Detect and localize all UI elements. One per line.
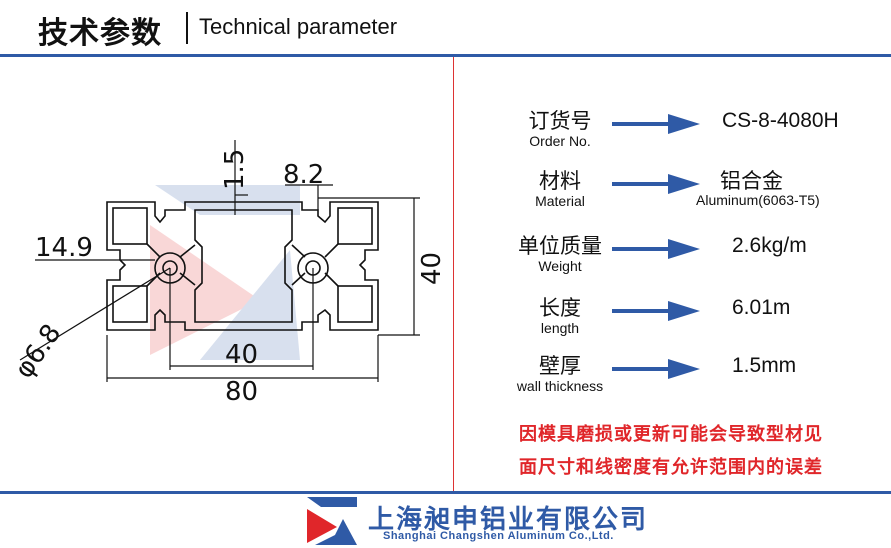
spec-label-cn: 材料	[539, 169, 581, 193]
dim-slot: 8.2	[283, 160, 324, 190]
spec-label-cn: 壁厚	[539, 354, 581, 378]
spec-value: 6.01m	[732, 296, 791, 319]
arrow-right-icon	[612, 174, 700, 194]
spec-value: CS-8-4080H	[722, 109, 839, 132]
vertical-divider	[453, 57, 454, 491]
page-title-cn: 技术参数	[38, 16, 162, 51]
spec-label-cn: 单位质量	[518, 234, 602, 258]
tolerance-note-line1: 因模具磨损或更新可能会导致型材见	[519, 424, 823, 445]
watermark-logo	[150, 185, 300, 360]
dim-height: 40	[417, 252, 447, 285]
spec-label-en: Order No.	[529, 133, 591, 149]
page-title-en: Technical parameter	[199, 14, 398, 39]
spec-row-wall-thickness: 壁厚 wall thickness 1.5mm	[470, 350, 890, 408]
company-logo	[307, 497, 357, 545]
chamber-top-left	[112, 207, 148, 245]
bottom-rule	[0, 491, 891, 494]
chamber-bottom-left	[112, 285, 148, 323]
spec-label-cn: 订货号	[528, 109, 592, 133]
spec-label-en: Material	[535, 193, 585, 209]
arrow-right-icon	[612, 301, 700, 321]
center-cavity	[194, 209, 293, 323]
chamber-bottom-right	[337, 285, 373, 323]
spec-value: 1.5mm	[732, 354, 797, 377]
spec-value: 铝合金	[720, 169, 783, 193]
company-name-cn: 上海昶申铝业有限公司	[368, 505, 649, 535]
spec-row-material: 材料 Material 铝合金 Aluminum(6063-T5)	[470, 165, 890, 223]
spec-row-order-no: 订货号 Order No. CS-8-4080H	[470, 105, 890, 163]
dim-diameter: φ6.8	[9, 319, 67, 384]
arrow-right-icon	[612, 359, 700, 379]
profile-drawing: 1.5 8.2 14.9 40 φ6.8 40 80	[9, 140, 447, 407]
spec-label-en: wall thickness	[516, 378, 604, 394]
dim-width: 80	[225, 377, 258, 407]
spec-value-sub: Aluminum(6063-T5)	[696, 192, 820, 208]
arrow-right-icon	[612, 114, 700, 134]
spec-label-en: length	[540, 320, 580, 336]
dim-offset: 14.9	[35, 233, 93, 263]
top-rule	[0, 54, 891, 57]
spec-value: 2.6kg/m	[732, 234, 807, 257]
profile-outline	[106, 201, 379, 331]
company-name-en: Shanghai Changshen Aluminum Co.,Ltd.	[383, 530, 614, 542]
spec-label-en: Weight	[538, 258, 582, 274]
arrow-right-icon	[612, 239, 700, 259]
spec-label-cn: 长度	[539, 296, 581, 320]
header: 技术参数 Technical parameter	[0, 0, 891, 54]
dim-pitch: 40	[225, 340, 258, 370]
spec-row-length: 长度 length 6.01m	[470, 292, 890, 350]
title-separator	[186, 12, 188, 44]
chamber-top-right	[337, 207, 373, 245]
tolerance-note-line2: 面尺寸和线密度有允许范围内的误差	[519, 457, 823, 478]
spec-row-weight: 单位质量 Weight 2.6kg/m	[470, 230, 890, 288]
dim-top-wall: 1.5	[220, 149, 250, 190]
